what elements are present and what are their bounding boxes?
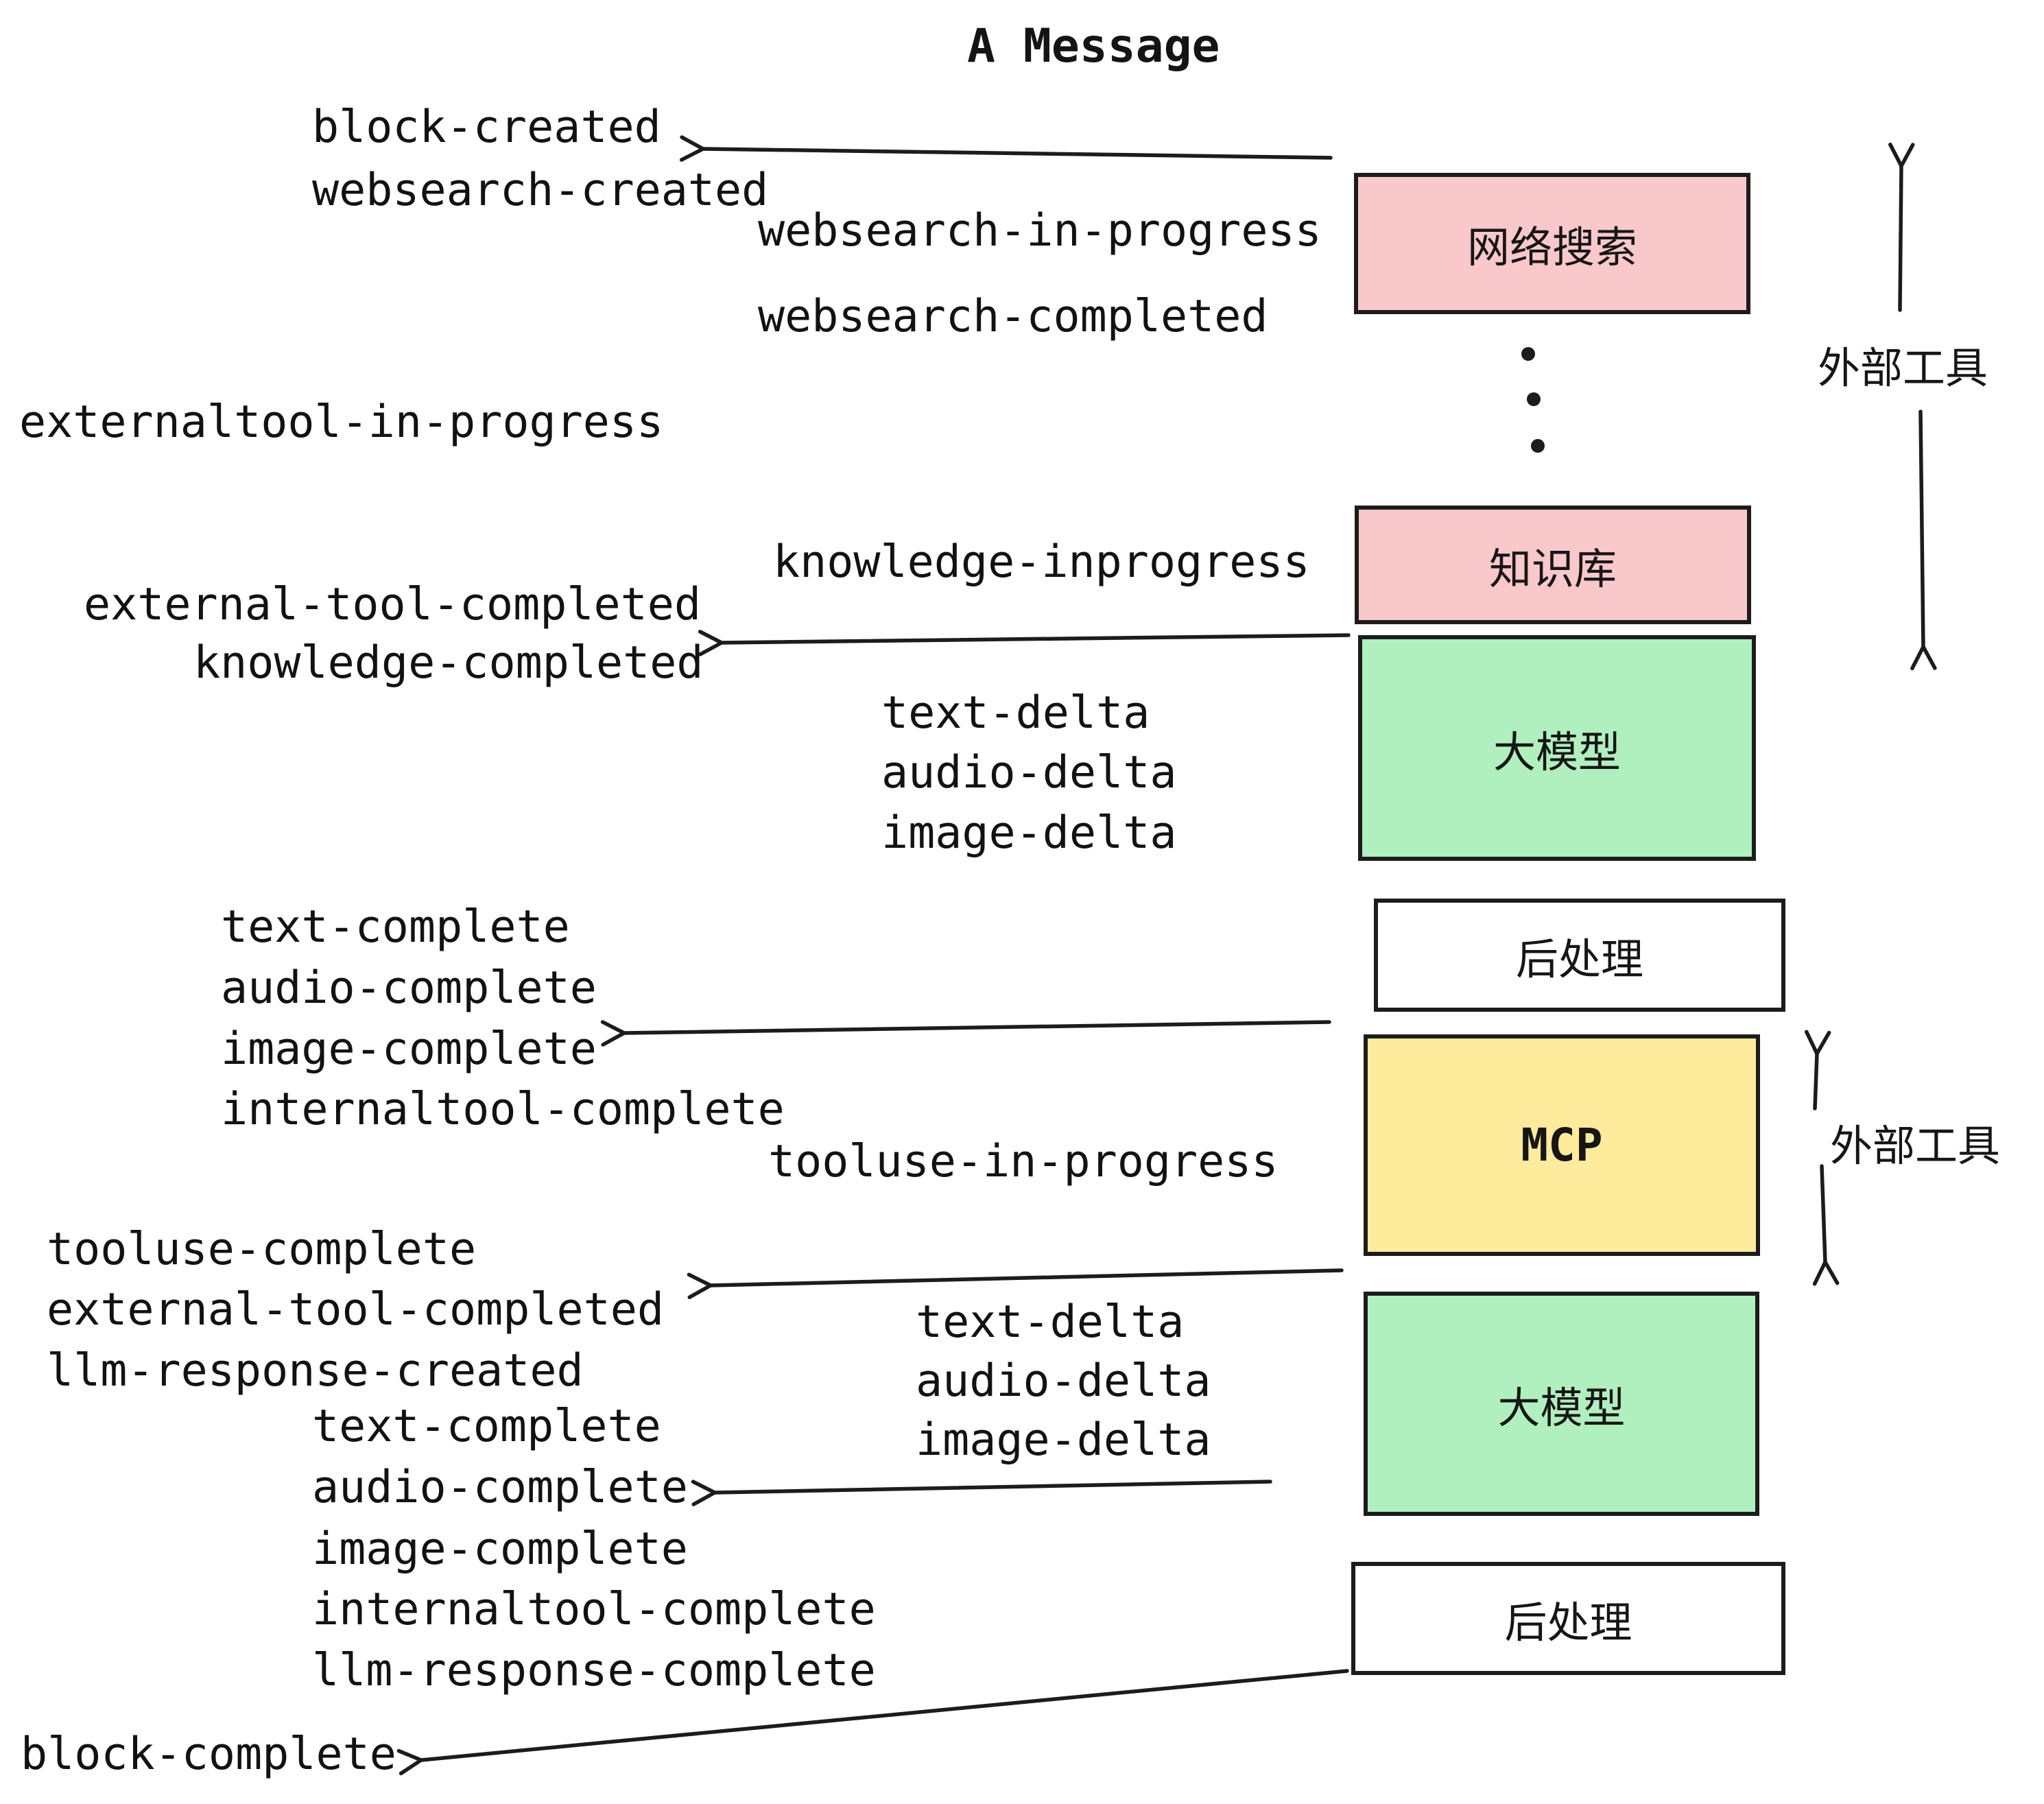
mcp-external-up-arrow [1804, 1030, 1831, 1111]
mcp-external-down-arrow [1812, 1164, 1840, 1286]
event-knowledge-completed: knowledge-completed [193, 637, 704, 689]
event-internaltool-complete: internaltool-complete [221, 1084, 785, 1135]
box-websearch-label: 网络搜索 [1466, 222, 1637, 272]
box-mcp-label: MCP [1521, 1119, 1603, 1172]
external-tools-down-arrow [1910, 410, 1937, 671]
event-image-delta-2: image-delta [916, 1414, 1211, 1466]
box-llm-2-label: 大模型 [1497, 1382, 1626, 1433]
arrow-block-complete [396, 1669, 1349, 1776]
ellipsis-dots [1521, 347, 1545, 453]
event-audio-complete-2: audio-complete [312, 1462, 688, 1513]
event-tooluse-in-progress: tooluse-in-progress [768, 1136, 1279, 1187]
external-tools-label-mcp: 外部工具 [1830, 1121, 2001, 1171]
event-audio-delta-2: audio-delta [916, 1355, 1211, 1407]
arrow-knowledge-completed [698, 630, 1351, 656]
event-internaltool-complete-2: internaltool-complete [312, 1584, 876, 1635]
box-postprocess-1: 后处理 [1374, 899, 1785, 1012]
event-llm-response-created: llm-response-created [47, 1345, 584, 1397]
event-websearch-completed: websearch-completed [758, 291, 1268, 342]
event-tooluse-complete: tooluse-complete [47, 1224, 477, 1275]
arrow-websearch-created [679, 135, 1333, 162]
box-mcp: MCP [1364, 1034, 1760, 1256]
event-block-created: block-created [312, 102, 661, 153]
page-title: A Message [967, 19, 1220, 73]
event-llm-response-complete: llm-response-complete [312, 1645, 876, 1696]
box-llm-2: 大模型 [1364, 1292, 1759, 1516]
box-postprocess-2-label: 后处理 [1504, 1597, 1632, 1648]
event-audio-delta: audio-delta [881, 747, 1177, 798]
arrow-tooluse-complete [687, 1268, 1344, 1299]
box-websearch: 网络搜索 [1354, 173, 1750, 314]
event-audio-complete: audio-complete [221, 962, 597, 1014]
event-knowledge-inprogress: knowledge-inprogress [773, 536, 1310, 588]
event-external-tool-completed: external-tool-completed [84, 579, 702, 630]
box-postprocess-2: 后处理 [1351, 1562, 1785, 1675]
box-llm-1-label: 大模型 [1493, 726, 1621, 777]
event-text-delta-2: text-delta [916, 1296, 1185, 1348]
box-llm-1: 大模型 [1358, 635, 1756, 861]
external-tools-up-arrow [1888, 142, 1915, 312]
arrow-internal-complete [600, 1020, 1331, 1047]
box-postprocess-1-label: 后处理 [1515, 934, 1643, 984]
event-externaltool-in-progress: externaltool-in-progress [19, 396, 664, 448]
external-tools-label-top: 外部工具 [1818, 343, 1988, 393]
event-text-complete-2: text-complete [312, 1401, 661, 1452]
event-websearch-in-progress: websearch-in-progress [758, 205, 1322, 257]
event-external-tool-completed-2: external-tool-completed [47, 1284, 665, 1336]
event-websearch-created: websearch-created [312, 165, 769, 216]
box-knowledge: 知识库 [1355, 506, 1751, 624]
event-text-complete: text-complete [221, 901, 570, 953]
box-knowledge-label: 知识库 [1488, 543, 1617, 594]
event-image-delta: image-delta [881, 807, 1177, 859]
event-image-complete-2: image-complete [312, 1523, 688, 1575]
event-text-delta: text-delta [881, 687, 1150, 739]
event-block-complete: block-complete [21, 1729, 396, 1780]
arrow-llm-complete [691, 1480, 1272, 1506]
event-image-complete: image-complete [221, 1023, 597, 1075]
